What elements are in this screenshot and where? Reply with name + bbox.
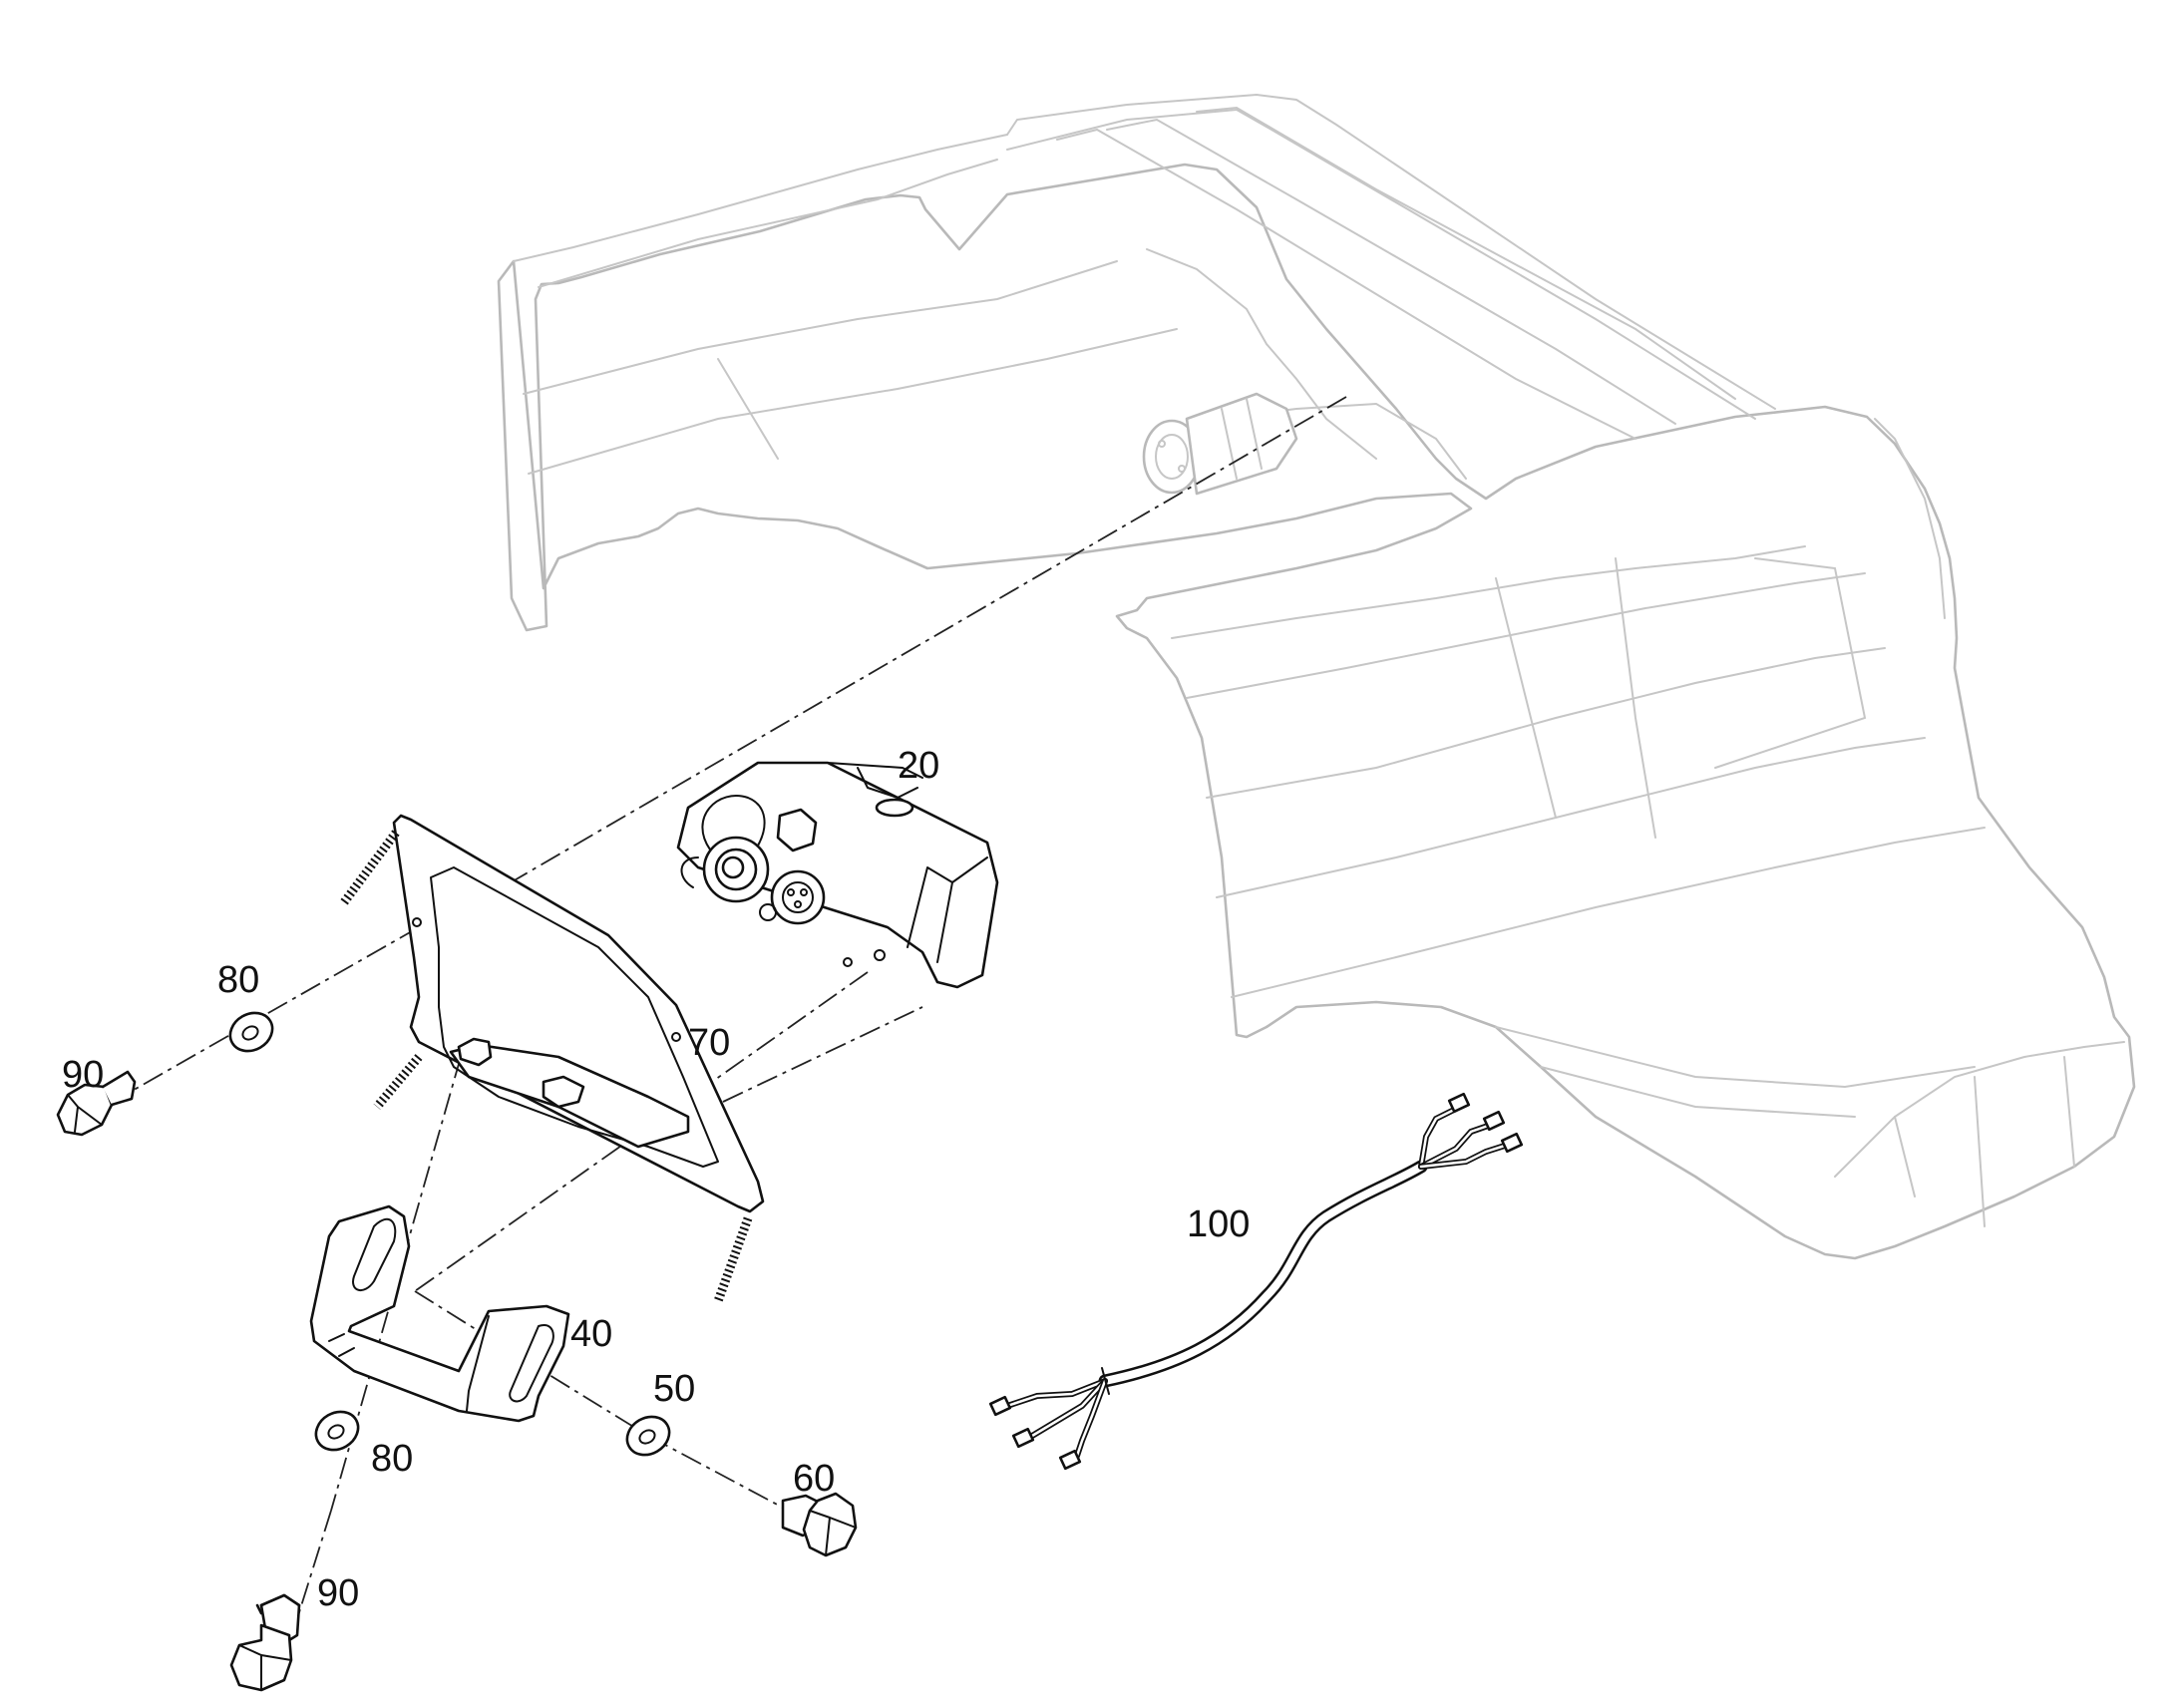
callout-40: 40 [570,1313,612,1355]
socket-box-part [676,761,999,989]
bolt-90-upper [56,1070,137,1137]
mounting-frame-part [340,814,765,1303]
bracket-part [309,1204,570,1423]
callout-80-lower: 80 [371,1438,413,1480]
callout-90-lower: 90 [317,1572,359,1614]
fender-assembly [497,93,2136,1260]
callout-50: 50 [653,1368,695,1410]
callout-60: 60 [793,1458,835,1500]
washer-50 [625,1415,671,1457]
callout-labels: 20 70 80 90 100 40 50 80 60 90 [62,745,1250,1614]
bolt-60 [781,1492,858,1557]
washer-80-upper [228,1011,274,1053]
assembly-lines [121,396,1347,1626]
callout-90-upper: 90 [62,1054,104,1096]
callout-100: 100 [1187,1203,1250,1245]
callout-20: 20 [898,745,939,787]
cable-harness-part [988,1092,1524,1471]
bolt-90-lower [229,1593,301,1692]
callout-70: 70 [688,1022,730,1064]
callout-80-upper: 80 [217,959,259,1001]
washer-80-lower [314,1410,360,1452]
